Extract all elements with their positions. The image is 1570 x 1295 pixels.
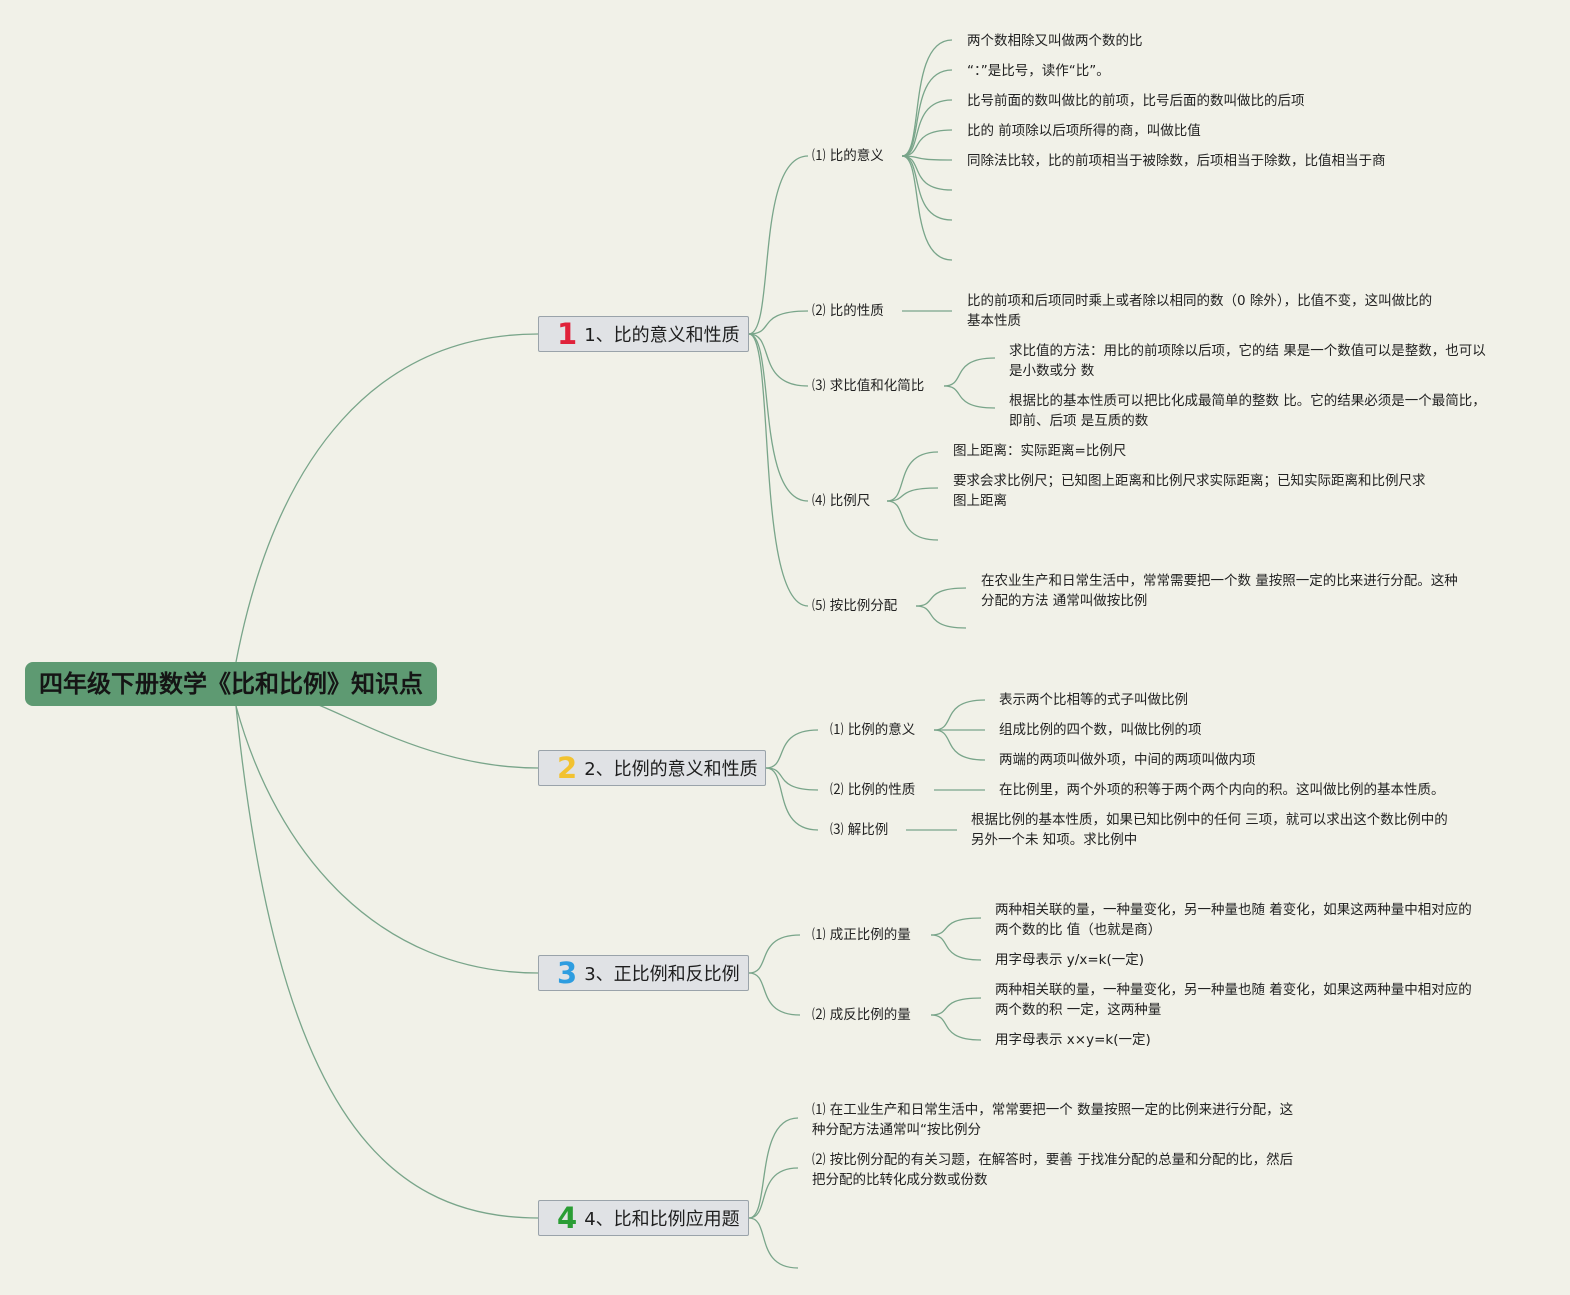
root-to-branch-3 [235, 705, 539, 974]
subtopic-1-5[interactable]: ⑸ 按比例分配 [812, 598, 898, 614]
subtopic-2-1-connector [933, 699, 986, 731]
number-3-icon: 3 [557, 956, 578, 990]
branch-3-label: 3、正比例和反比例 [584, 964, 740, 985]
subtopic-1-3[interactable]: ⑶ 求比值和化简比 [812, 378, 925, 394]
number-4-icon: 4 [557, 1201, 578, 1235]
leaf[interactable]: 比的 前项除以后项所得的商，叫做比值 [967, 123, 1201, 139]
branch-4-label: 4、比和比例应用题 [584, 1209, 740, 1230]
leaf[interactable]: 表示两个比相等的式子叫做比例 [999, 692, 1188, 708]
leaf[interactable]: 用字母表示 y/x=k(一定) [995, 952, 1144, 968]
subtopic-3-1-connector [930, 934, 982, 961]
branch-2-connector [765, 767, 819, 791]
subtopic-1-3-connector [943, 357, 996, 387]
leaf[interactable]: 组成比例的四个数，叫做比例的项 [999, 722, 1202, 738]
branch-3[interactable]: 3 3、正比例和反比例 [538, 955, 749, 991]
subtopic-1-1[interactable]: ⑴ 比的意义 [812, 148, 884, 164]
branch-4-connector [748, 1117, 799, 1219]
subtopic-1-1-connector [901, 39, 953, 157]
subtopic-1-4-connector [886, 500, 939, 541]
root-title: 四年级下册数学《比和比例》知识点 [39, 670, 423, 698]
branch-2[interactable]: 2 2、比例的意义和性质 [538, 750, 766, 786]
leaf[interactable]: 两端的两项叫做外项，中间的两项叫做内项 [999, 752, 1256, 768]
subtopic-2-2[interactable]: ⑵ 比例的性质 [830, 782, 916, 798]
subtopic-3-1-connector [930, 917, 982, 936]
subtopic-4-1[interactable]: ⑴ 在工业生产和日常生活中，常常要把一个 数量按照一定的比例来进行分配，这 种分… [812, 1102, 1294, 1138]
root-topic[interactable]: 四年级下册数学《比和比例》知识点 [25, 662, 437, 706]
branch-1-connector [748, 333, 809, 502]
root-to-branch-1 [235, 333, 539, 663]
leaf[interactable]: 根据比例的基本性质，如果已知比例中的任何 三项，就可以求出这个数比例中的 另外一… [971, 812, 1448, 848]
leaf[interactable]: 用字母表示 x×y=k(一定) [995, 1032, 1151, 1048]
leaf[interactable]: 图上距离：实际距离=比例尺 [953, 443, 1127, 459]
subtopic-1-1-connector [901, 99, 953, 157]
branch-1-connector [748, 310, 809, 335]
subtopic-3-2[interactable]: ⑵ 成反比例的量 [812, 1007, 911, 1023]
subtopic-4-2[interactable]: ⑵ 按比例分配的有关习题，在解答时，要善 于找准分配的总量和分配的比，然后 把分… [812, 1152, 1294, 1188]
subtopic-1-1-connector [901, 69, 953, 157]
branch-1-connector [748, 333, 809, 607]
branch-4-connector [748, 1217, 799, 1269]
branch-2-connector [765, 729, 819, 769]
subtopic-1-4-connector [886, 487, 939, 502]
leaf[interactable]: 比号前面的数叫做比的前项，比号后面的数叫做比的后项 [967, 93, 1305, 109]
leaf[interactable]: 在农业生产和日常生活中，常常需要把一个数 量按照一定的比来进行分配。这种 分配的… [981, 573, 1458, 609]
leaf[interactable]: 求比值的方法：用比的前项除以后项，它的结 果是一个数值可以是整数，也可以 是小数… [1009, 343, 1486, 379]
subtopic-2-1-connector [933, 729, 986, 761]
branch-3-connector [748, 972, 801, 1016]
subtopic-1-1-connector [901, 155, 953, 191]
subtopic-3-2-connector [930, 1014, 982, 1041]
subtopic-2-1[interactable]: ⑴ 比例的意义 [830, 722, 916, 738]
branch-3-connector [748, 934, 801, 974]
branch-2-connector [765, 767, 819, 831]
number-2-icon: 2 [557, 751, 578, 785]
leaf[interactable]: 两种相关联的量，一种量变化，另一种量也随 着变化，如果这两种量中相对应的 两个数… [995, 982, 1472, 1018]
subtopic-3-2-connector [930, 997, 982, 1016]
branch-1-connector [748, 333, 809, 387]
subtopic-1-4[interactable]: ⑷ 比例尺 [812, 493, 871, 509]
subtopic-1-5-connector [915, 605, 967, 629]
subtopic-2-3[interactable]: ⑶ 解比例 [830, 822, 889, 838]
branch-1[interactable]: 1 1、比的意义和性质 [538, 316, 749, 352]
leaf[interactable]: 两个数相除又叫做两个数的比 [967, 33, 1143, 49]
subtopic-1-1-connector [901, 155, 953, 221]
leaf[interactable]: 根据比的基本性质可以把比化成最简单的整数 比。它的结果必须是一个最简比， 即前、… [1009, 393, 1486, 429]
branch-2-label: 2、比例的意义和性质 [584, 759, 758, 780]
leaf[interactable]: 在比例里，两个外项的积等于两个两个内向的积。这叫做比例的基本性质。 [999, 782, 1445, 798]
subtopic-1-1-connector [901, 129, 953, 157]
leaf[interactable]: 两种相关联的量，一种量变化，另一种量也随 着变化，如果这两种量中相对应的 两个数… [995, 902, 1472, 938]
subtopic-1-1-connector [901, 155, 953, 261]
branch-4-connector [748, 1167, 799, 1219]
leaf[interactable]: 同除法比较，比的前项相当于被除数，后项相当于除数，比值相当于商 [967, 153, 1386, 169]
subtopic-1-4-connector [886, 451, 939, 502]
subtopic-3-1[interactable]: ⑴ 成正比例的量 [812, 927, 911, 943]
leaf[interactable]: 比的前项和后项同时乘上或者除以相同的数（0 除外），比值不变，这叫做比的 基本性… [967, 293, 1433, 329]
root-to-branch-4 [235, 705, 539, 1219]
subtopic-1-2[interactable]: ⑵ 比的性质 [812, 303, 884, 319]
branch-4[interactable]: 4 4、比和比例应用题 [538, 1200, 749, 1236]
leaf[interactable]: “：”是比号，读作“比”。 [967, 63, 1110, 79]
subtopic-1-1-connector [901, 155, 953, 161]
number-1-icon: 1 [557, 317, 578, 351]
branch-1-connector [748, 155, 809, 335]
branch-1-label: 1、比的意义和性质 [584, 325, 740, 346]
subtopic-1-3-connector [943, 385, 996, 409]
leaf[interactable]: 要求会求比例尺；已知图上距离和比例尺求实际距离；已知实际距离和比例尺求 图上距离 [953, 473, 1426, 509]
subtopic-1-5-connector [915, 587, 967, 607]
